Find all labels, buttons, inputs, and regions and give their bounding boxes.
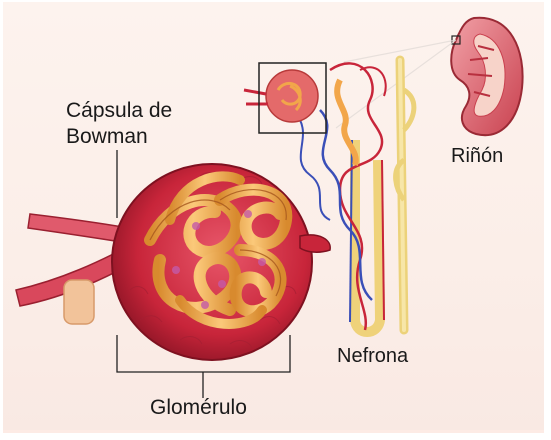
label-capsula: Cápsula de [66, 98, 172, 123]
label-nefrona: Nefrona [337, 344, 408, 369]
label-rinon: Riñón [451, 144, 503, 169]
glomerulus-illustration [16, 164, 330, 360]
label-glomerulo: Glomérulo [150, 395, 247, 420]
kidney-illustration [336, 18, 523, 135]
label-bowman: Bowman [66, 124, 148, 149]
